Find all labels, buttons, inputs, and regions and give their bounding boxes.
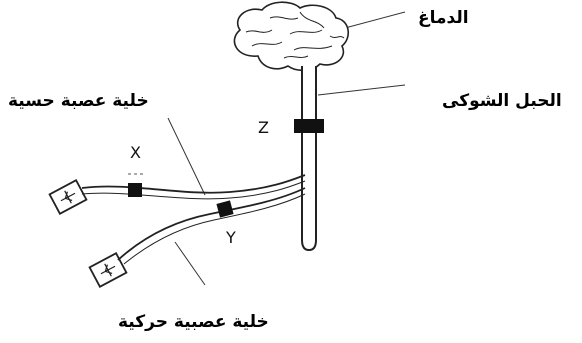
brain-label: الدماغ [418, 8, 469, 28]
spinal-cord-pointer-line [317, 84, 406, 96]
point-y-label: Y [226, 228, 236, 247]
sensory-neuron-pointer-line [167, 117, 206, 196]
brain-icon [233, 1, 349, 72]
sensory-neuron-axon [81, 174, 306, 194]
sensory-neuron-label: خلية عصبة حسية [8, 91, 149, 111]
motor-neuron-label: خلية عصبية حركية [118, 312, 269, 332]
motor-neuron-axon [117, 187, 306, 261]
brain-pointer-line [344, 11, 406, 29]
motor-neuron-pointer-line [174, 241, 206, 286]
block-x [128, 183, 142, 197]
point-z-label: Z [258, 118, 269, 137]
motor-effector [88, 252, 128, 288]
block-z [294, 119, 324, 133]
sensory-neuron-axon-inner [81, 180, 306, 200]
spinal-cord [301, 66, 317, 252]
block-y [216, 200, 234, 218]
point-x-label: X [130, 143, 141, 162]
spinal-cord-label: الحبل الشوكى [442, 91, 562, 111]
sensory-receptor [48, 179, 88, 215]
motor-neuron-axon-inner [123, 193, 306, 265]
